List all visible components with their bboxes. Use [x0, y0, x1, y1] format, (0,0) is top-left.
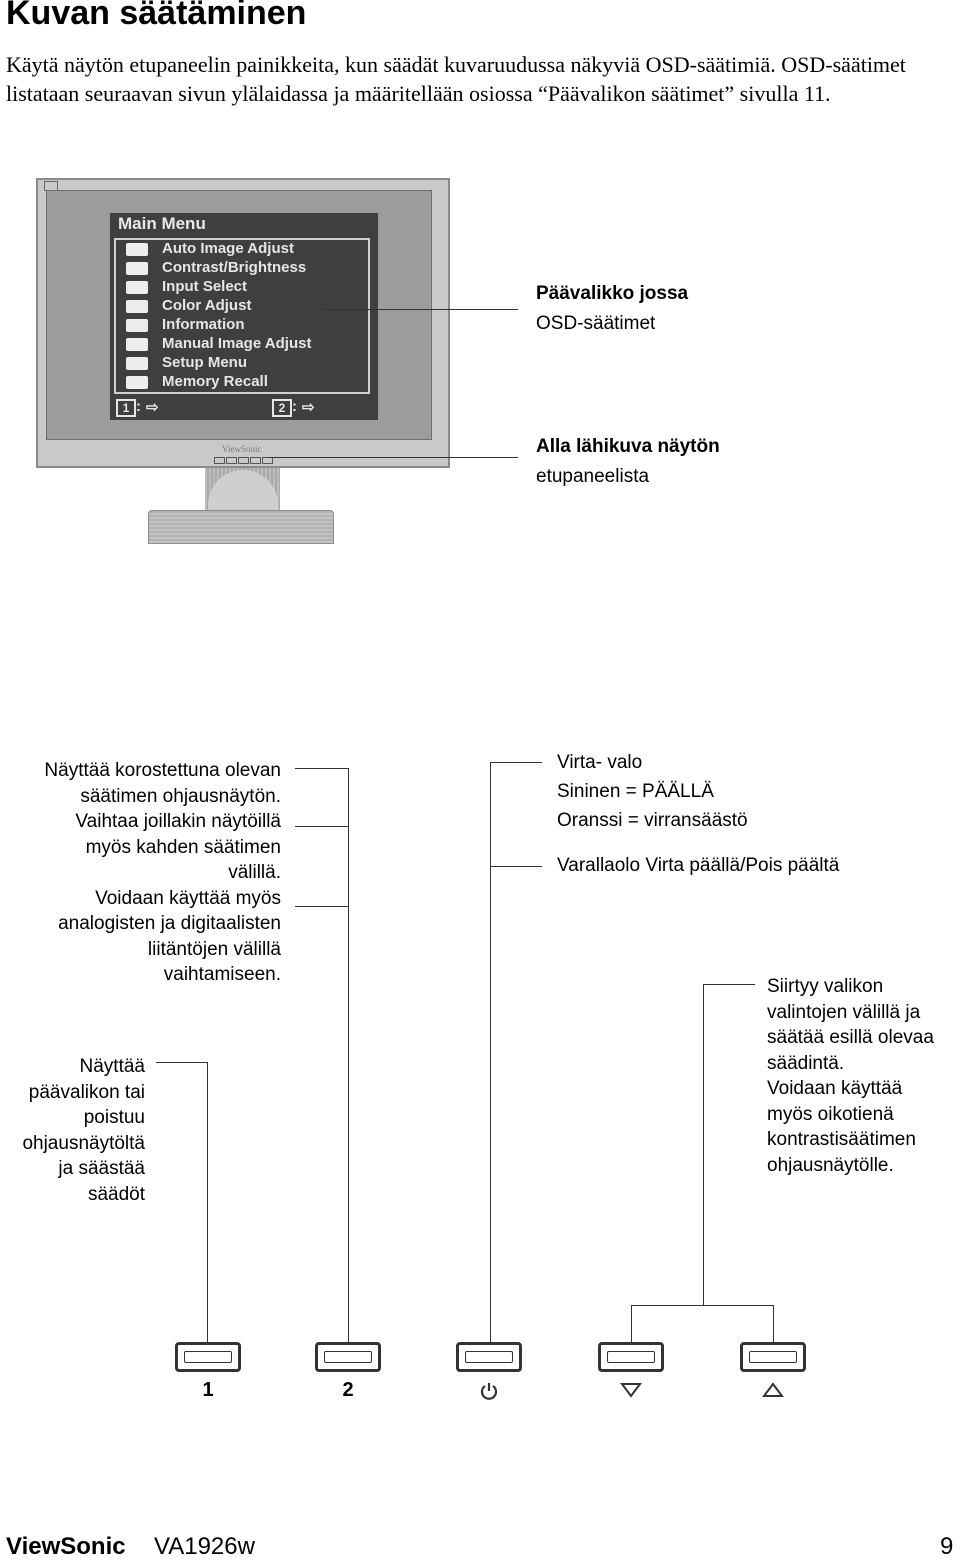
- leader-line: [295, 768, 349, 769]
- page-title: Kuvan säätäminen: [6, 0, 307, 32]
- callout-line: myös oikotienä: [767, 1103, 894, 1125]
- osd-item: Auto Image Adjust: [162, 240, 294, 257]
- monitor-button: [226, 457, 237, 464]
- manual-adjust-icon: [126, 338, 148, 351]
- callout-line: analogisten ja digitaalisten: [58, 913, 281, 934]
- callout-line: päävalikon tai: [28, 1081, 145, 1103]
- input-select-icon: [126, 281, 148, 294]
- callout-line: liitäntöjen välillä: [147, 938, 281, 960]
- osd-item: Setup Menu: [162, 354, 247, 371]
- color-adjust-icon: [126, 300, 148, 313]
- triangle-up-icon: [762, 1382, 784, 1397]
- callout-line: Virta- valo: [557, 752, 643, 773]
- callout-line: ja säästää: [58, 1158, 145, 1179]
- callout-power-light: Virta- valo Sininen = PÄÄLLÄ Oranssi = v…: [557, 748, 748, 835]
- down-button[interactable]: [598, 1342, 664, 1372]
- osd-item-frame: [114, 238, 370, 394]
- leader-line: [348, 768, 349, 1342]
- callout-line: kontrastisäätimen: [767, 1129, 916, 1150]
- osd-main-menu: [110, 213, 378, 420]
- osd-item: Contrast/Brightness: [162, 259, 307, 276]
- callout-line: Näyttää korostettuna olevan: [44, 760, 281, 781]
- callout-line: säätimen ohjausnäytön.: [80, 785, 281, 807]
- leader-line: [490, 762, 491, 1342]
- callout-line: ohjausnäytölle.: [767, 1154, 894, 1176]
- enter-arrow-icon: ⇨: [302, 399, 315, 416]
- exit-arrow-icon: ⇨: [146, 399, 159, 416]
- osd-title: Main Menu: [118, 214, 206, 233]
- callout-line: välillä.: [228, 862, 281, 883]
- callout-line: Oranssi = virransäästö: [557, 810, 748, 831]
- osd-key2: 2: [272, 399, 292, 417]
- callout-line: Näyttää: [79, 1056, 145, 1077]
- callout-line: Vaihtaa joillakin näytöillä: [75, 811, 281, 832]
- callout-arrow-keys: Siirtyy valikon valintojen välillä ja sä…: [767, 974, 934, 1178]
- osd-item: Color Adjust: [162, 297, 252, 314]
- callout-line: säädintä.: [767, 1052, 845, 1074]
- monitor-button: [238, 457, 249, 464]
- memory-recall-icon: [126, 376, 148, 389]
- leader-line: [703, 984, 704, 1306]
- leader-line: [631, 1305, 774, 1306]
- setup-menu-icon: [126, 357, 148, 370]
- button-2[interactable]: [315, 1342, 381, 1372]
- callout-line: Voidaan käyttää myös: [95, 887, 281, 909]
- triangle-down-icon: [620, 1383, 642, 1398]
- leader-line: [773, 1305, 774, 1342]
- osd-key1-sep: :: [136, 398, 141, 415]
- callout-button-1: Näyttää päävalikon tai poistuu ohjausnäy…: [0, 1054, 145, 1207]
- leader-line: [295, 826, 349, 827]
- callout-line: valintojen välillä ja: [767, 1001, 921, 1023]
- callout-line: vaihtamiseen.: [163, 964, 281, 985]
- contrast-brightness-icon: [126, 262, 148, 275]
- callout-closeup-sub: etupaneelista: [536, 466, 650, 487]
- button-2-label: 2: [342, 1379, 354, 1401]
- monitor-button: [250, 457, 261, 464]
- auto-adjust-icon: [126, 243, 148, 256]
- monitor-brand-logo: ViewSonic: [222, 444, 262, 454]
- callout-line: ohjausnäytöltä: [22, 1132, 145, 1154]
- callout-power-switch: Varallaolo Virta päällä/Pois päältä: [557, 855, 840, 876]
- leader-line: [490, 762, 542, 763]
- power-icon: [480, 1383, 498, 1400]
- callout-line: Sininen = PÄÄLLÄ: [557, 781, 714, 802]
- osd-item: Memory Recall: [162, 373, 268, 390]
- leader-line: [268, 457, 518, 458]
- callout-line: säädöt: [87, 1183, 145, 1205]
- callout-button-2: Näyttää korostettuna olevan säätimen ohj…: [0, 758, 281, 988]
- page-number: 9: [940, 1533, 954, 1560]
- information-icon: [126, 319, 148, 332]
- monitor-stand-base: [148, 510, 334, 544]
- osd-item: Manual Image Adjust: [162, 335, 312, 352]
- callout-line: poistuu: [83, 1107, 145, 1128]
- power-button[interactable]: [456, 1342, 522, 1372]
- leader-line: [207, 1062, 208, 1342]
- footer-model: VA1926w: [154, 1533, 255, 1560]
- leader-line: [490, 866, 542, 867]
- osd-item: Information: [162, 316, 245, 333]
- leader-line: [295, 906, 349, 907]
- osd-item: Input Select: [162, 278, 248, 295]
- callout-line: säätää esillä olevaa: [767, 1027, 934, 1048]
- leader-line: [703, 984, 755, 985]
- monitor-button: [214, 457, 225, 464]
- leader-line: [631, 1305, 632, 1342]
- monitor-button: [262, 457, 273, 464]
- osd-key1: 1: [116, 399, 136, 417]
- callout-closeup-title: Alla lähikuva näytön: [536, 436, 720, 457]
- intro-paragraph: Käytä näytön etupaneelin painikkeita, ku…: [6, 52, 906, 106]
- leader-line: [322, 309, 518, 310]
- button-1-label: 1: [202, 1379, 214, 1401]
- leader-line: [156, 1062, 208, 1063]
- osd-key2-sep: :: [292, 398, 297, 415]
- callout-line: myös kahden säätimen: [85, 836, 281, 858]
- button-1[interactable]: [175, 1342, 241, 1372]
- up-button[interactable]: [740, 1342, 806, 1372]
- callout-line: Voidaan käyttää: [767, 1078, 903, 1099]
- callout-main-menu-sub: OSD-säätimet: [536, 313, 656, 334]
- footer-brand: ViewSonic: [6, 1533, 126, 1560]
- callout-main-menu-title: Päävalikko jossa: [536, 283, 689, 304]
- callout-line: Siirtyy valikon: [767, 976, 884, 997]
